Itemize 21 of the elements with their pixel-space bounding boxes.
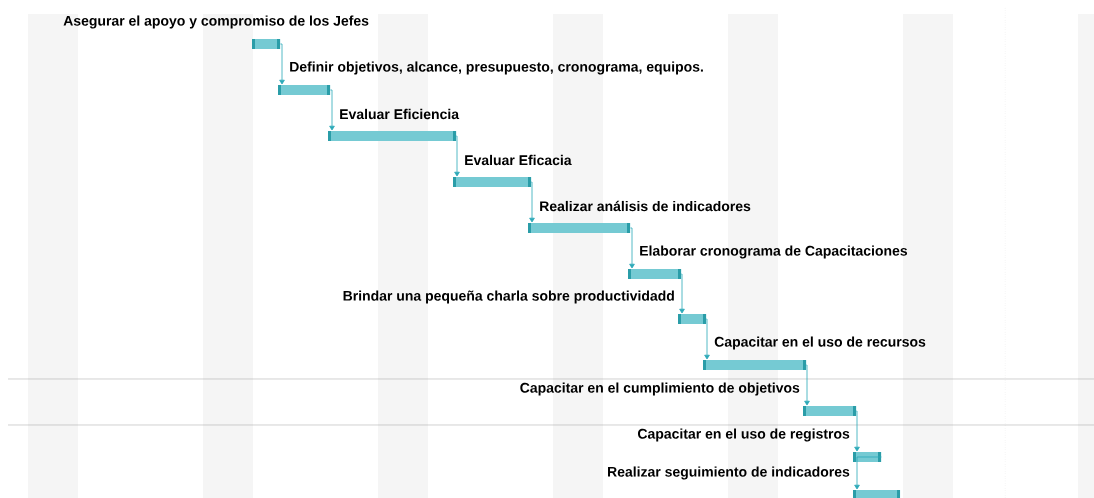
connector-arrow — [704, 318, 710, 360]
task-label: Brindar una pequeña charla sobre productividadd — [343, 290, 674, 304]
connector-arrow — [854, 410, 860, 452]
connector-arrow — [454, 135, 460, 177]
connector-arrow — [679, 273, 685, 314]
task-label: Evaluar Eficacia — [465, 154, 572, 166]
task-label: Realizar seguimiento de indicadores — [608, 466, 850, 480]
task-label: Evaluar Eficiencia — [340, 108, 460, 120]
connector-arrow — [279, 43, 285, 85]
task-label: Definir objetivos, alcance, presupuesto, cronograma, equipos. — [290, 61, 703, 75]
task-label: Realizar análisis de indicadores — [540, 200, 751, 212]
task-label: Asegurar el apoyo y compromiso de los Jefes — [63, 15, 369, 29]
task-label: Elaborar cronograma de Capacitaciones — [640, 245, 908, 259]
task-label: Capacitar en el uso de recursos — [714, 336, 926, 350]
task-label: Capacitar en el cumplimiento de objetivos — [520, 382, 800, 396]
connector-arrow — [629, 227, 635, 269]
connector-arrow — [804, 364, 810, 406]
task-label: Capacitar en el uso de registros — [638, 428, 850, 442]
connector-arrow — [329, 89, 335, 131]
connector-arrow — [529, 181, 535, 223]
connector-arrow — [854, 456, 882, 490]
